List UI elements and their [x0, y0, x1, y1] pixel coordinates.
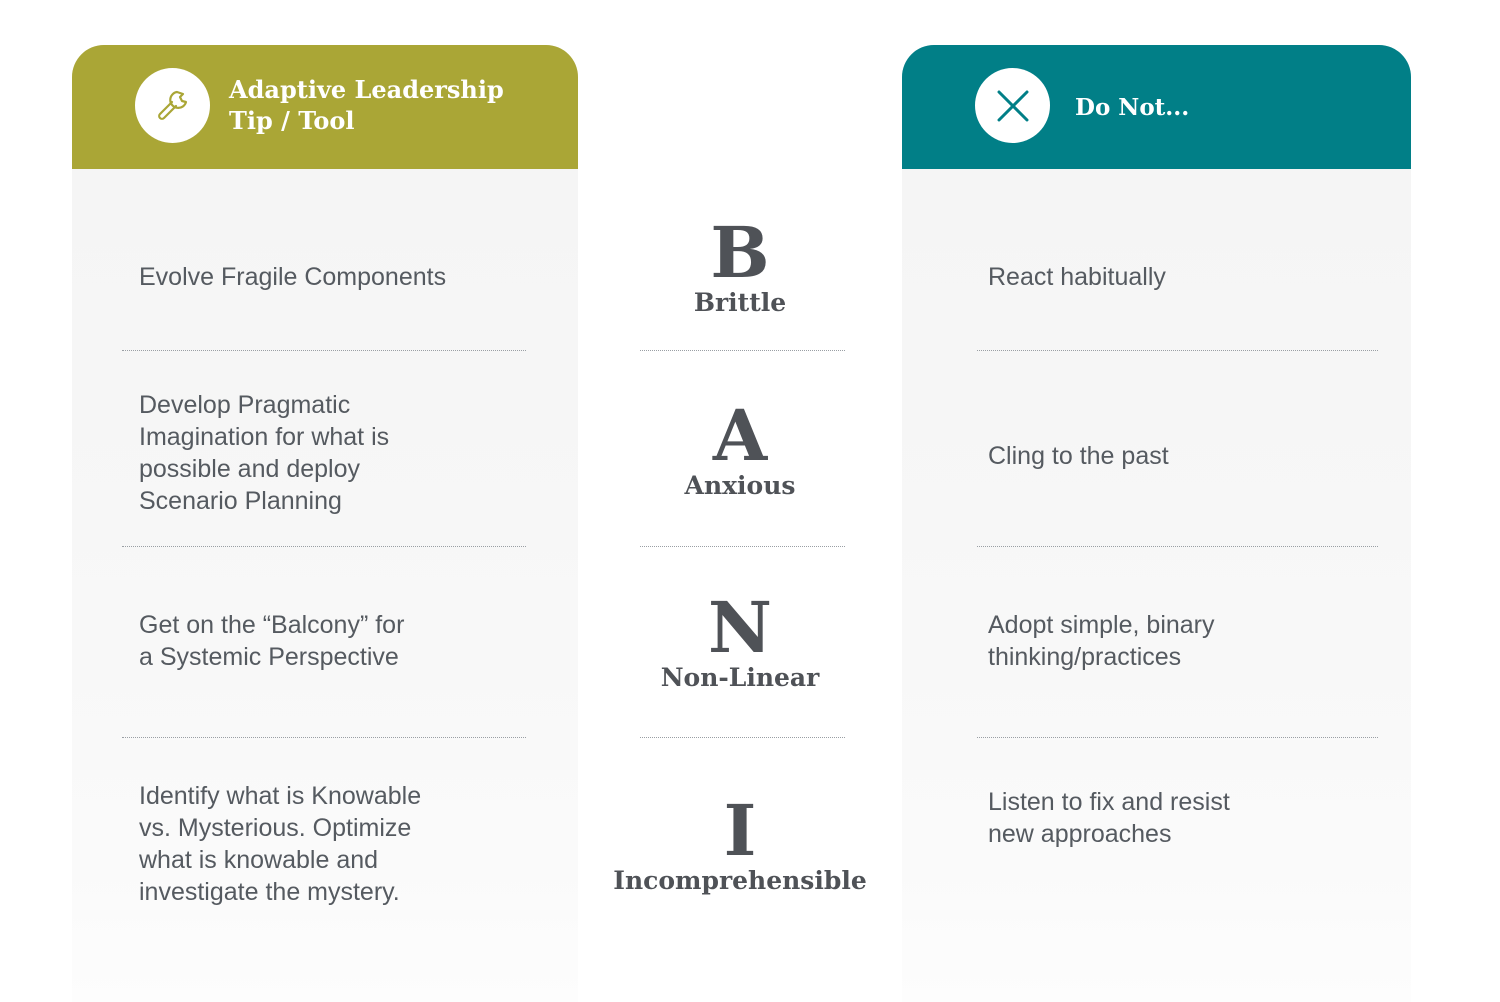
- tip-tool-header: Adaptive Leadership Tip / Tool: [72, 45, 578, 169]
- do-not-row-line: new approaches: [988, 820, 1172, 848]
- divider: [122, 737, 526, 738]
- tip-row-line: investigate the mystery.: [139, 878, 400, 906]
- tip-tool-title-line: Tip / Tool: [229, 106, 355, 135]
- tip-row-line: what is knowable and: [139, 846, 379, 874]
- divider: [122, 546, 526, 547]
- do-not-row-line: thinking/practices: [988, 643, 1182, 671]
- divider: [977, 737, 1378, 738]
- tip-row-line: Get on the “Balcony” for: [139, 611, 405, 639]
- tip-row-brittle: Evolve Fragile Components: [139, 261, 446, 293]
- tip-row-line: vs. Mysterious. Optimize: [139, 814, 412, 842]
- bani-word: Brittle: [693, 288, 787, 317]
- do-not-row-line: Adopt simple, binary: [988, 611, 1215, 639]
- tip-row-anxious: Develop Pragmatic Imagination for what i…: [139, 389, 389, 517]
- tip-row-line: Evolve Fragile Components: [139, 263, 447, 291]
- bani-word: Incomprehensible: [613, 866, 867, 895]
- tip-tool-title-line: Adaptive Leadership: [229, 75, 504, 104]
- do-not-row-line: React habitually: [988, 263, 1166, 291]
- bani-item-non-linear: N Non-Linear: [600, 593, 880, 693]
- tip-row-line: Imagination for what is: [139, 423, 390, 451]
- divider: [977, 350, 1378, 351]
- bani-item-incomprehensible: I Incomprehensible: [600, 796, 880, 896]
- tip-tool-title: Adaptive Leadership Tip / Tool: [229, 74, 549, 136]
- do-not-header: Do Not...: [902, 45, 1411, 169]
- do-not-panel: Do Not... React habitually Cling to the …: [902, 45, 1411, 1002]
- bani-letter: B: [710, 211, 770, 294]
- tip-row-non-linear: Get on the “Balcony” for a Systemic Pers…: [139, 609, 404, 673]
- divider: [122, 350, 526, 351]
- divider: [640, 737, 845, 738]
- close-icon-circle: [975, 68, 1050, 143]
- do-not-row-non-linear: Adopt simple, binary thinking/practices: [988, 609, 1215, 673]
- bani-letter: A: [712, 394, 768, 477]
- do-not-row-line: Cling to the past: [988, 442, 1169, 470]
- tip-row-line: a Systemic Perspective: [139, 643, 399, 671]
- bani-letter: N: [708, 586, 772, 669]
- bani-word: Anxious: [684, 471, 796, 500]
- wrench-icon-circle: [135, 68, 210, 143]
- divider: [640, 350, 845, 351]
- do-not-row-incomprehensible: Listen to fix and resist new approaches: [988, 786, 1230, 850]
- do-not-row-brittle: React habitually: [988, 261, 1166, 293]
- tip-row-line: Identify what is Knowable: [139, 782, 422, 810]
- close-icon: [997, 90, 1028, 121]
- bani-word: Non-Linear: [660, 663, 820, 692]
- tip-row-incomprehensible: Identify what is Knowable vs. Mysterious…: [139, 780, 421, 908]
- do-not-row-anxious: Cling to the past: [988, 440, 1169, 472]
- divider: [977, 546, 1378, 547]
- bani-item-brittle: B Brittle: [600, 218, 880, 318]
- bani-item-anxious: A Anxious: [600, 401, 880, 501]
- tip-row-line: Scenario Planning: [139, 487, 342, 515]
- tip-tool-panel: Adaptive Leadership Tip / Tool Evolve Fr…: [72, 45, 578, 1002]
- bani-letter: I: [723, 789, 757, 872]
- wrench-icon: [157, 90, 187, 120]
- divider: [640, 546, 845, 547]
- tip-row-line: Develop Pragmatic: [139, 391, 351, 419]
- do-not-title: Do Not...: [1075, 94, 1190, 121]
- tip-row-line: possible and deploy: [139, 455, 360, 483]
- do-not-row-line: Listen to fix and resist: [988, 788, 1230, 816]
